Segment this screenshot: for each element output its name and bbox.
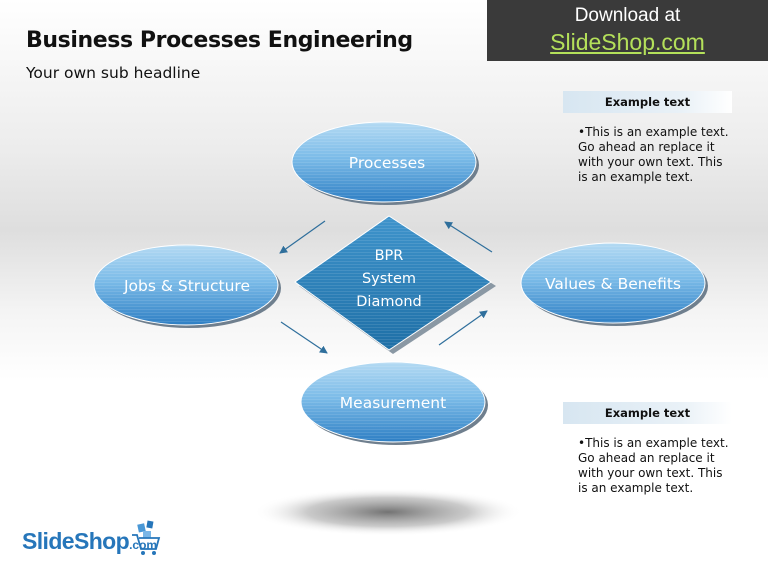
example-body-1-line: with your own text. This (578, 155, 723, 169)
arrow-jobs-to-measurement (280, 321, 328, 354)
example-body-2-line: •This is an example text. (578, 436, 729, 450)
example-heading-1: Example text (563, 91, 732, 113)
example-body-2-line: is an example text. (578, 481, 694, 495)
center-label-line2: System (362, 271, 416, 287)
shopping-cart-icon (132, 520, 161, 555)
center-label-line1: BPR (375, 248, 404, 264)
node-values-benefits: Values & Benefits (520, 242, 708, 326)
node-values-label: Values & Benefits (545, 275, 681, 293)
logo-suffix: .com (129, 538, 158, 552)
node-measurement: Measurement (300, 361, 488, 445)
example-body-2-line: Go ahead an replace it (578, 451, 715, 465)
page-subtitle: Your own sub headline (26, 64, 201, 82)
example-body-1-line: is an example text. (578, 170, 694, 184)
arrow-processes-to-jobs (279, 220, 326, 254)
center-label-line3: Diamond (356, 294, 421, 310)
node-processes: Processes (291, 121, 479, 205)
example-heading-2: Example text (563, 402, 732, 424)
arrow-values-to-processes (444, 221, 493, 253)
node-jobs-structure: Jobs & Structure (93, 244, 281, 328)
logo-main: SlideShop (22, 528, 130, 554)
download-link[interactable]: SlideShop.com (550, 29, 705, 55)
download-label: Download at (574, 5, 681, 26)
example-body-1-line: •This is an example text. (578, 125, 729, 139)
node-processes-label: Processes (349, 154, 425, 172)
example-body-1-line: Go ahead an replace it (578, 140, 715, 154)
page-title: Business Processes Engineering (26, 28, 413, 53)
arrow-measurement-to-values (438, 310, 488, 346)
example-body-2: •This is an example text. Go ahead an re… (578, 436, 738, 496)
floor-shadow (253, 488, 523, 536)
example-body-2-line: with your own text. This (578, 466, 723, 480)
node-measurement-label: Measurement (340, 394, 446, 412)
slideshop-logo[interactable]: SlideShop.com (22, 528, 157, 555)
center-diamond: BPR System Diamond (294, 215, 496, 354)
example-body-1: •This is an example text. Go ahead an re… (578, 125, 738, 185)
node-jobs-label: Jobs & Structure (123, 277, 250, 295)
download-banner[interactable]: Download at SlideShop.com (487, 0, 768, 61)
